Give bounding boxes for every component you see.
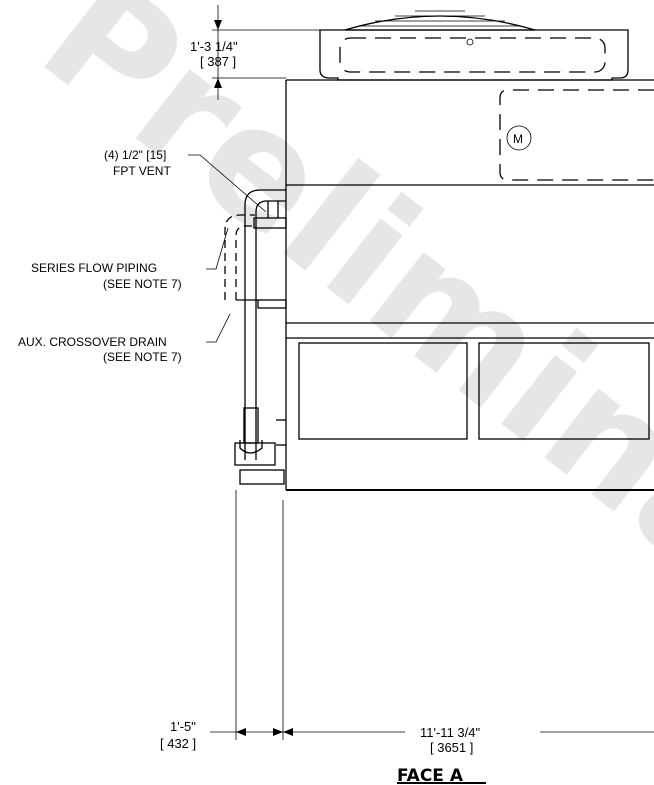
dimension-top-imperial: 1'-3 1/4" bbox=[190, 39, 238, 54]
fan-cowl bbox=[319, 29, 629, 81]
dimension-top-height bbox=[212, 5, 320, 100]
callout-leaders bbox=[188, 154, 267, 343]
dimension-label-mask bbox=[405, 722, 540, 756]
unit-casing bbox=[285, 79, 654, 491]
dimension-main-metric: [ 3651 ] bbox=[430, 740, 473, 755]
callout-series-line2: (SEE NOTE 7) bbox=[103, 277, 182, 291]
air-inlet-louver-right bbox=[478, 342, 650, 440]
callout-series-line1: SERIES FLOW PIPING bbox=[31, 261, 157, 275]
air-inlet-louver-left bbox=[298, 342, 468, 440]
fan-guard bbox=[344, 10, 536, 31]
dimension-left-imperial: 1'-5" bbox=[170, 719, 196, 734]
dimension-top-metric: [ 387 ] bbox=[200, 54, 236, 69]
watermark-text: Preliminary bbox=[9, 0, 654, 729]
manufacturer-logo-icon: M bbox=[506, 125, 532, 151]
dimension-main-imperial: 11'-11 3/4" bbox=[420, 725, 480, 740]
dimension-left-metric: [ 432 ] bbox=[160, 736, 196, 751]
svg-text:M: M bbox=[513, 132, 523, 146]
series-flow-piping bbox=[224, 189, 287, 485]
dimension-bottom bbox=[210, 490, 654, 740]
view-label: FACE A bbox=[397, 766, 464, 785]
callout-vent-line2: FPT VENT bbox=[113, 164, 171, 178]
callout-vent-line1: (4) 1/2" [15] bbox=[104, 148, 166, 162]
callout-drain-line2: (SEE NOTE 7) bbox=[103, 350, 182, 364]
callout-drain-line1: AUX. CROSSOVER DRAIN bbox=[18, 335, 167, 349]
